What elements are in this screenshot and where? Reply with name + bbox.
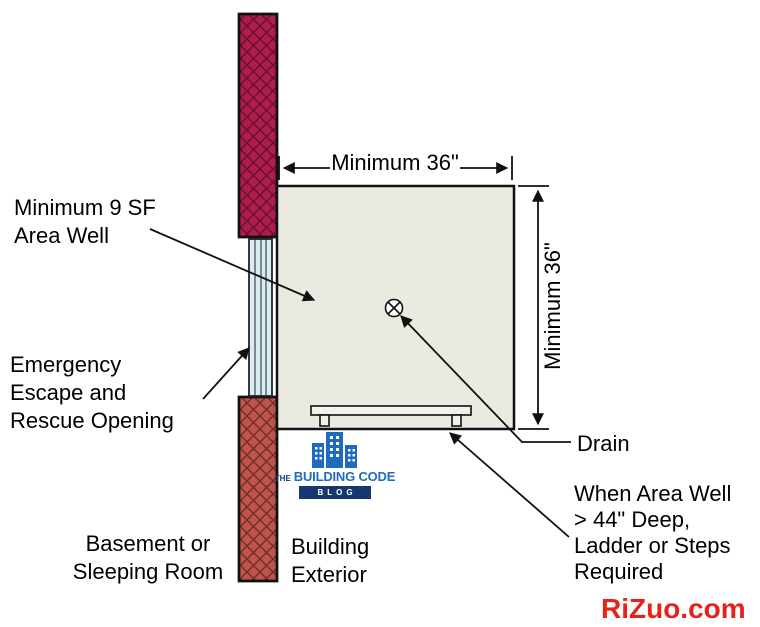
wall-lower <box>237 395 279 583</box>
watermark-text: RiZuo.com <box>601 593 746 624</box>
building-exterior-label: Building Exterior <box>291 534 370 587</box>
basement-label: Basement or Sleeping Room <box>72 531 224 584</box>
leader-escape-opening <box>202 347 250 400</box>
dimension-right <box>518 185 549 430</box>
wall-upper <box>237 12 279 239</box>
logo-title-text: BUILDING CODE <box>293 469 396 484</box>
leader-area-well <box>149 228 316 302</box>
drain-label: Drain <box>577 431 630 456</box>
leader-ladder-note <box>449 432 570 538</box>
building-code-blog-logo: THE BUILDING CODE BLOG <box>275 431 395 499</box>
steps <box>310 405 472 427</box>
escape-opening-label: Emergency Escape and Rescue Opening <box>10 352 174 433</box>
logo-blog-badge: BLOG <box>299 486 371 499</box>
dimension-top-label: Minimum 36" <box>330 150 460 175</box>
dimension-right-label: Minimum 36" <box>540 242 565 370</box>
drain-symbol <box>384 298 404 318</box>
escape-window <box>248 238 273 397</box>
ladder-note-label: When Area Well > 44" Deep, Ladder or Ste… <box>574 481 732 584</box>
buildings-icon <box>312 432 357 468</box>
leader-lines <box>149 228 571 538</box>
logo-the-text: THE <box>274 474 291 483</box>
logo-title-row: THE BUILDING CODE <box>274 469 396 484</box>
leader-drain <box>400 315 571 443</box>
area-well-label: Minimum 9 SF Area Well <box>14 195 156 248</box>
